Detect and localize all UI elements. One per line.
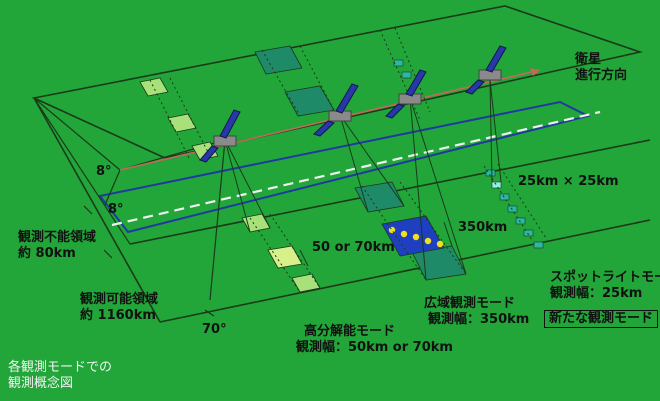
spotlight-footprints <box>393 59 544 249</box>
satellite <box>465 45 507 95</box>
observable-line-1: 観測可能領域 <box>80 292 159 307</box>
direction-line-2: 進行方向 <box>575 68 628 83</box>
ground-edge-left2 <box>33 97 131 245</box>
wide-mode-width: 観測幅：350km <box>428 312 530 327</box>
caption: 各観測モードでの 観測概念図 <box>8 360 112 392</box>
dim-marker <box>443 221 453 247</box>
highres-mode-name: 高分解能モード <box>304 324 396 339</box>
spotlight-mode-width: 観測幅：25km <box>550 286 643 301</box>
cone-line <box>209 139 226 301</box>
cone-line <box>33 97 121 171</box>
angle-mid-label: 8° <box>108 202 124 217</box>
unobservable-line-1: 観測不能領域 <box>18 230 97 245</box>
dim-marker <box>83 205 93 215</box>
ground-edge-bottom <box>159 219 651 323</box>
unobservable-region-label: 観測不能領域 約 80km <box>18 230 96 262</box>
spotlight-size-label: 25km × 25km <box>518 174 619 189</box>
highres-footprints <box>139 77 321 293</box>
cone-line <box>104 169 121 206</box>
dim-marker <box>204 309 215 317</box>
wide-mode-name: 広域観測モード <box>424 296 516 311</box>
spotlight-mode-label: スポットライトモード 観測幅：25km <box>550 270 660 302</box>
highres-mode-width: 観測幅：50km or 70km <box>296 340 453 355</box>
spotlight-mode-name: スポットライトモード <box>550 270 660 285</box>
wide-mode-label: 広域観測モード 観測幅：350km <box>424 296 529 328</box>
arrow-head <box>530 68 540 76</box>
dim-marker <box>103 249 113 259</box>
ground-plane-far <box>31 5 643 159</box>
angle-top-label: 8° <box>96 164 112 179</box>
satellite <box>385 69 427 119</box>
observation-strip <box>98 100 591 234</box>
caption-line-2: 観測概念図 <box>8 376 74 391</box>
ground-track-dashed <box>111 110 601 227</box>
satellite-direction-label: 衛星 進行方向 <box>575 52 627 84</box>
highres-width-label: 50 or 70km <box>312 240 395 255</box>
footprint-guides <box>149 27 547 293</box>
new-mode-box: 新たな観測モード <box>544 310 659 328</box>
satellite-beams <box>224 79 502 281</box>
caption-line-1: 各観測モードでの <box>8 360 113 375</box>
wide-swath-width-label: 350km <box>458 220 508 235</box>
angle-bottom-label: 70° <box>202 322 227 337</box>
unobservable-line-2: 約 80km <box>18 246 76 261</box>
observable-region-label: 観測可能領域 約 1160km <box>80 292 158 324</box>
direction-line-1: 衛星 <box>575 52 602 67</box>
satellite <box>313 83 359 137</box>
dim-marker <box>299 249 309 267</box>
highres-mode-label: 高分解能モード 観測幅：50km or 70km <box>296 324 453 356</box>
observable-line-2: 約 1160km <box>80 308 156 323</box>
satellite <box>199 109 241 163</box>
highlight-dots <box>388 226 444 248</box>
ground-edge-left <box>33 97 161 323</box>
